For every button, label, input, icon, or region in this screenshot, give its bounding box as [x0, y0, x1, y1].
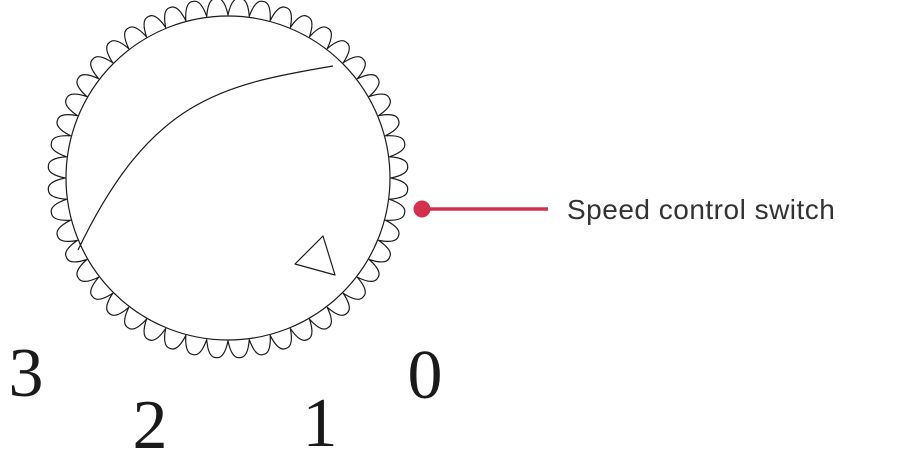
- speed-label-1: 1: [303, 385, 338, 453]
- speed-labels: 3 2 1 0: [9, 335, 443, 453]
- speed-label-0: 0: [408, 337, 443, 414]
- speed-control-knob: [47, 0, 409, 359]
- callout-dot: [413, 200, 431, 218]
- speed-label-3: 3: [9, 335, 44, 412]
- knob-face: [65, 15, 391, 341]
- callout-label: Speed control switch: [567, 194, 835, 225]
- triangle-pointer-icon: [294, 235, 336, 276]
- callout: Speed control switch: [413, 194, 835, 225]
- speed-label-2: 2: [133, 387, 168, 453]
- knob-grip-curve: [77, 65, 334, 251]
